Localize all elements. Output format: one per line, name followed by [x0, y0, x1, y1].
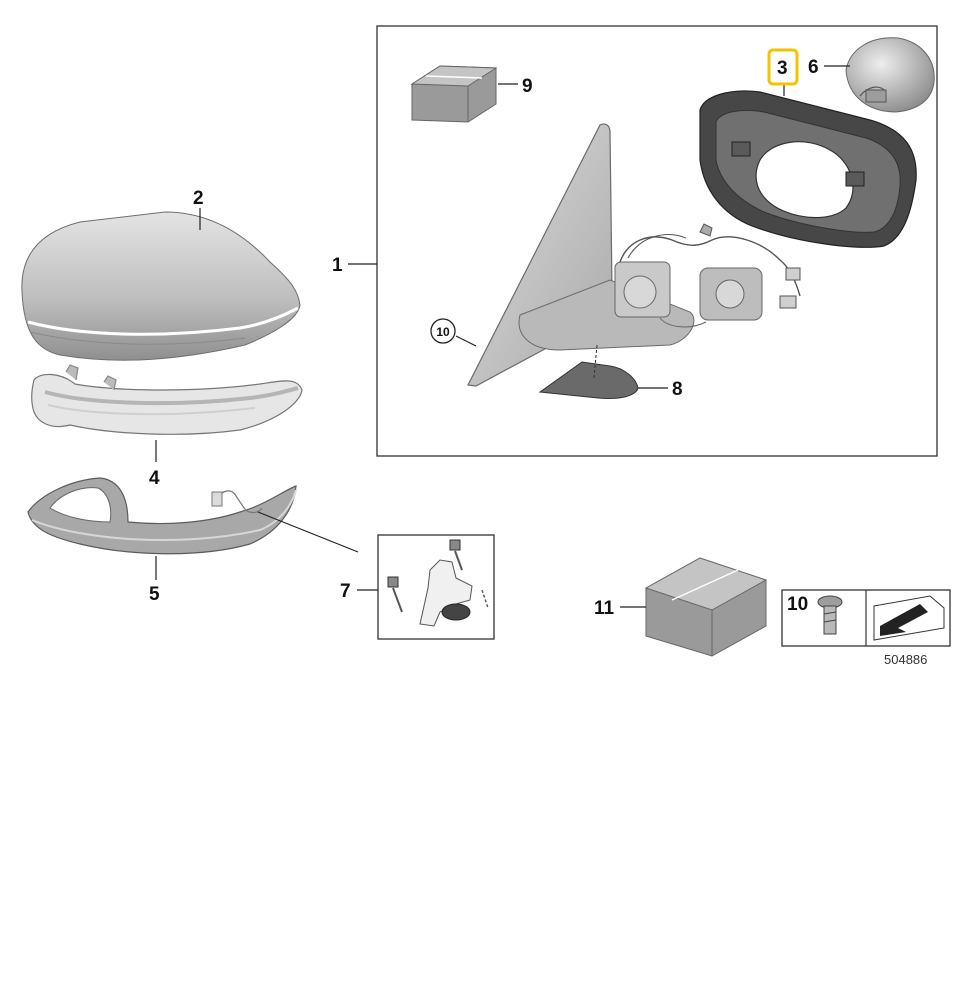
lower-trim-part: [27, 477, 297, 555]
callout-11: 11: [594, 598, 615, 619]
turn-signal-strip-part: [31, 364, 303, 435]
callout-4: 4: [149, 468, 160, 489]
large-package-part: [644, 557, 768, 657]
callout-2: 2: [193, 188, 204, 209]
callout-6: 6: [808, 57, 819, 78]
assembly-frame: [376, 25, 938, 457]
base-gasket-part: [538, 344, 639, 399]
fastener-inset-frame: [377, 534, 495, 640]
reference-number: 504886: [884, 652, 927, 667]
callout-3-highlight: [767, 48, 799, 86]
arrow-symbol-icon: [873, 595, 945, 641]
callout-5: 5: [149, 584, 160, 605]
callout-1: 1: [332, 255, 343, 276]
callout-10-circle-ring: [430, 318, 456, 344]
glass-carrier-part: [699, 90, 917, 248]
callout-9: 9: [522, 76, 533, 97]
mirror-cap-part: [21, 211, 301, 361]
small-package-part: [410, 65, 498, 123]
callout-7: 7: [340, 581, 351, 602]
callout-10-circle: 10: [436, 325, 450, 339]
callout-leaders: [155, 65, 850, 608]
callout-10-box: 10: [787, 594, 808, 615]
callout-8: 8: [672, 379, 683, 400]
screw-part: [817, 595, 843, 635]
mirror-base-part: [467, 123, 801, 387]
callout-3: 3: [777, 58, 788, 79]
fastener-kit-part: [387, 539, 489, 627]
actuator-dome-part: [845, 37, 935, 113]
